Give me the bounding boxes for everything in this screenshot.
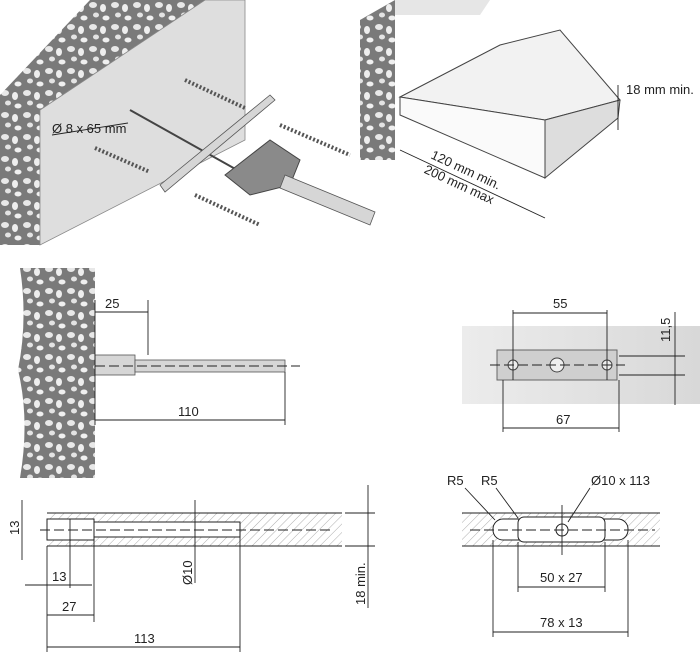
bracket-body [224,139,301,196]
mounting-plate [159,94,276,193]
shelf-pin [279,174,376,226]
plate-view: 55 67 11,5 [462,296,700,432]
radius1-label: R5 [447,473,464,488]
hole-spacing-label: 55 [553,296,567,311]
bore-dia-label: 13 [7,521,22,535]
hole-label: Ø10 x 113 [591,473,650,488]
bore-depth-label: 13 [52,569,66,584]
offset-label: 25 [105,296,119,311]
screws [94,78,351,227]
height-label: 11,5 [658,318,673,342]
length-label: 110 [178,404,199,419]
section-left: 13 13 27 113 Ø10 18 min. [7,485,375,652]
drill-label: Ø 8 x 65 mm [52,121,126,136]
radius2-label: R5 [481,473,498,488]
plate-width-label: 67 [556,412,570,427]
pin-dia-label: Ø10 [180,560,195,585]
min-thickness-label: 18 min. [353,562,368,605]
shelf-dimensions: 18 mm min. 120 mm min. 200 mm max [360,0,694,219]
wall-face [39,0,246,246]
counter-depth-label: 27 [62,599,76,614]
side-view: 25 110 [18,268,300,478]
exploded-assembly: Ø 8 x 65 mm [0,0,376,246]
slot-inner-label: 50 x 27 [540,570,583,585]
slot-outer-label: 78 x 13 [540,615,583,630]
section-right: R5 R5 Ø10 x 113 50 x 27 78 x 13 [447,473,660,637]
total-label: 113 [134,631,155,646]
thickness-label: 18 mm min. [626,82,694,97]
